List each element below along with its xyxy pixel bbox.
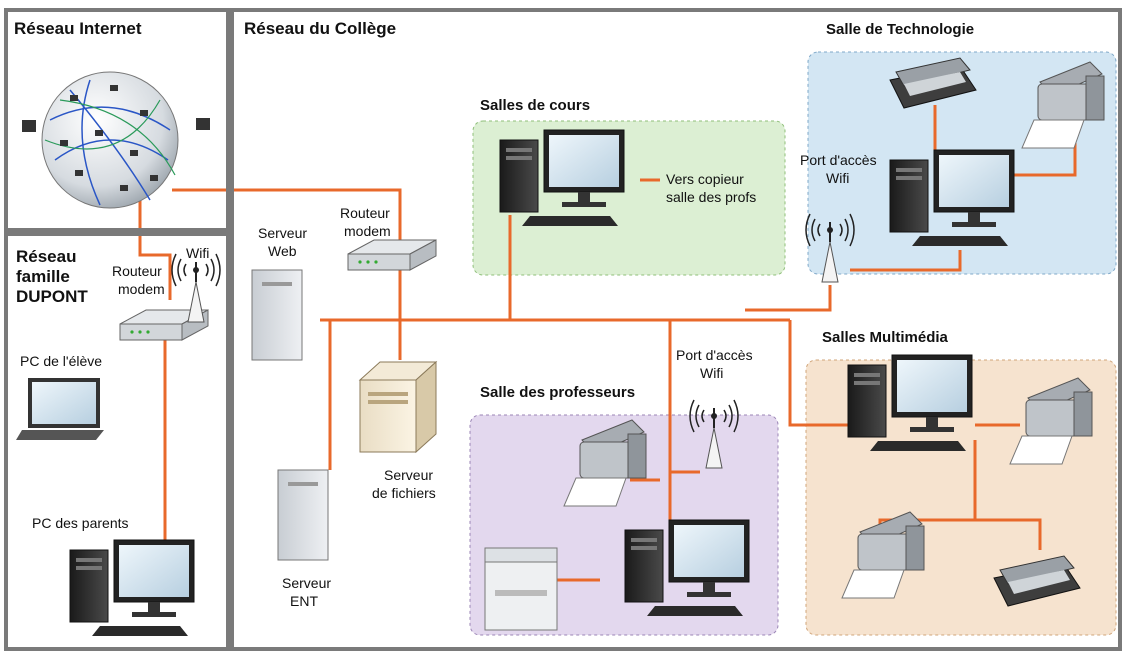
web-server-label-2: Web bbox=[268, 243, 297, 259]
student-pc-label: PC de l'élève bbox=[20, 353, 102, 369]
tech-ap-label-1: Port d'accès bbox=[800, 152, 877, 168]
college-router-label-1: Routeur bbox=[340, 205, 390, 221]
file-server-label-1: Serveur bbox=[384, 467, 433, 483]
copier-label-2: salle des profs bbox=[666, 189, 756, 205]
family-title-1: Réseau bbox=[16, 247, 76, 266]
ent-server-icon bbox=[277, 469, 329, 561]
web-server-label-1: Serveur bbox=[258, 225, 307, 241]
parents-pc-label: PC des parents bbox=[32, 515, 129, 531]
multimedia-title: Salles Multimédia bbox=[822, 329, 949, 346]
web-server-icon bbox=[251, 269, 303, 361]
student-laptop-icon bbox=[16, 378, 104, 440]
file-server-icon bbox=[358, 360, 438, 454]
college-router-icon bbox=[347, 239, 437, 271]
network-links bbox=[138, 105, 1077, 582]
teachers-ap-label-2: Wifi bbox=[700, 365, 723, 381]
college-panel bbox=[230, 8, 1122, 651]
parents-pc-icon bbox=[69, 539, 195, 637]
classrooms-title: Salles de cours bbox=[480, 97, 590, 114]
family-panel bbox=[4, 232, 230, 651]
technology-title: Salle de Technologie bbox=[826, 21, 974, 38]
copier-icon bbox=[484, 547, 558, 631]
college-router-label-2: modem bbox=[344, 223, 391, 239]
tech-ap-label-2: Wifi bbox=[826, 170, 849, 186]
family-wifi-label: Wifi bbox=[186, 245, 209, 261]
family-router-label-2: modem bbox=[118, 281, 165, 297]
copier-label-1: Vers copieur bbox=[666, 171, 744, 187]
teachers-title: Salle des professeurs bbox=[480, 384, 635, 401]
internet-globe-icon bbox=[22, 71, 210, 209]
family-title-3: DUPONT bbox=[16, 287, 88, 306]
file-server-label-2: de fichiers bbox=[372, 485, 436, 501]
teachers-ap-label-1: Port d'accès bbox=[676, 347, 753, 363]
internet-panel bbox=[4, 8, 230, 232]
ent-server-label-2: ENT bbox=[290, 593, 318, 609]
internet-title: Réseau Internet bbox=[14, 19, 142, 38]
ent-server-label-1: Serveur bbox=[282, 575, 331, 591]
family-title-2: famille bbox=[16, 267, 70, 286]
family-router-label-1: Routeur bbox=[112, 263, 162, 279]
college-title: Réseau du Collège bbox=[244, 19, 396, 38]
